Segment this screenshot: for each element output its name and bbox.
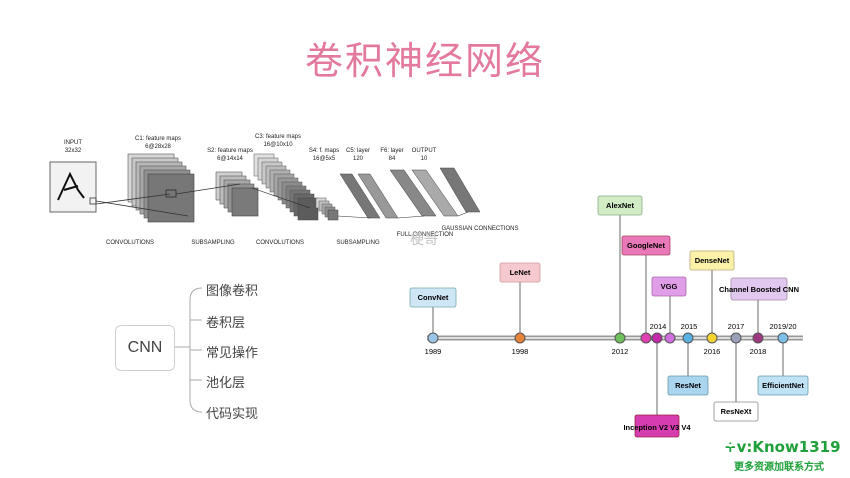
node-channel-boosted (752, 332, 764, 344)
model-resnext: ResNeXt (713, 401, 759, 422)
output-size: 10 (421, 156, 428, 162)
year-label: 2019/20 (769, 322, 796, 331)
c5-size: 120 (353, 156, 364, 162)
lenet-diagram: INPUT 32x32 C1: feature maps 6@28x28 S2:… (40, 128, 530, 258)
mindmap-item-conv-layer: 卷积层 (206, 316, 246, 331)
svg-text:DenseNet: DenseNet (695, 256, 730, 265)
node-1989 (427, 332, 439, 344)
model-efficientnet: EfficientNet (757, 375, 809, 396)
wechat-caption: 更多资源加联系方式 (734, 462, 824, 473)
svg-text:ResNet: ResNet (675, 381, 701, 390)
svg-text:ResNeXt: ResNeXt (721, 407, 752, 416)
year-label: 1989 (425, 347, 442, 356)
mindmap-item-pooling-layer: 池化层 (206, 376, 246, 391)
model-alexnet: AlexNet (597, 195, 643, 216)
svg-text:EfficientNet: EfficientNet (762, 381, 804, 390)
op-convolutions-2: CONVOLUTIONS (256, 240, 304, 246)
input-label: INPUT (64, 140, 82, 146)
op-convolutions-1: CONVOLUTIONS (106, 240, 154, 246)
op-subsampling-2: SUBSAMPLING (336, 240, 380, 246)
year-label: 2018 (750, 347, 767, 356)
s2-feature-maps (215, 171, 259, 217)
model-convnet: ConvNet (409, 287, 457, 308)
model-inception: Inception V2 V3 V4 (623, 414, 691, 438)
c3-size: 16@10x10 (263, 142, 293, 148)
svg-text:GoogleNet: GoogleNet (627, 241, 665, 250)
output-layer (439, 167, 481, 213)
c1-label: C1: feature maps (135, 136, 181, 142)
year-label: 2014 (650, 322, 667, 331)
s4-size: 16@5x5 (313, 156, 336, 162)
c1-size: 6@28x28 (145, 144, 171, 150)
model-googlenet: GoogleNet (621, 235, 671, 256)
s4-feature-maps (315, 197, 339, 221)
mindmap-item-image-conv: 图像卷积 (206, 284, 259, 299)
c5-layer (339, 173, 381, 219)
c5-label: C5: layer (346, 148, 370, 154)
year-label: 2015 (681, 322, 698, 331)
cnn-timeline: 1989 1998 2012 2014 2015 2016 2017 2018 … (405, 190, 815, 440)
model-lenet: LeNet (499, 262, 541, 283)
node-resnet (682, 332, 694, 344)
model-vgg: VGG (651, 276, 687, 297)
op-subsampling-1: SUBSAMPLING (191, 240, 235, 246)
f6-size: 84 (389, 156, 396, 162)
node-efficientnet (777, 332, 789, 344)
f6-label: F6: layer (380, 148, 403, 154)
c3-label: C3: feature maps (255, 134, 301, 140)
year-label: 2016 (704, 347, 721, 356)
svg-text:VGG: VGG (661, 282, 678, 291)
input-size: 32x32 (65, 148, 82, 154)
year-label: 2017 (728, 322, 745, 331)
wechat-id: +v:Know1319 (724, 438, 841, 456)
svg-text:ConvNet: ConvNet (418, 293, 449, 302)
mindmap-item-common-ops: 常见操作 (206, 346, 259, 361)
op-gaussian: GAUSSIAN CONNECTIONS (441, 226, 518, 232)
output-label: OUTPUT (412, 148, 437, 154)
node-inception (651, 332, 663, 344)
model-densenet: DenseNet (689, 250, 735, 271)
node-resnext (730, 332, 742, 344)
node-googlenet (640, 332, 652, 344)
svg-text:LeNet: LeNet (510, 268, 531, 277)
s4-label: S4: f. maps (309, 148, 339, 154)
model-resnet: ResNet (667, 375, 709, 396)
year-label: 2012 (612, 347, 629, 356)
cnn-mindmap: CNN 图像卷积 卷积层 常见操作 池化层 代码实现 (110, 280, 300, 425)
s2-size: 6@14x14 (217, 156, 243, 162)
svg-text:AlexNet: AlexNet (606, 201, 634, 210)
page-title: 卷积神经网络 (304, 39, 545, 83)
c3-feature-maps (253, 153, 319, 221)
node-2012 (614, 332, 626, 344)
wechat-watermark: +v:Know1319 更多资源加联系方式 (720, 438, 841, 474)
f6-layer (389, 169, 437, 217)
op-full-connection: FULL CONNECTION (397, 232, 453, 238)
node-vgg (664, 332, 676, 344)
year-label: 1998 (512, 347, 529, 356)
node-densenet (706, 332, 718, 344)
model-channel-boosted-cnn: Channel Boosted CNN (719, 277, 799, 301)
mindmap-root: CNN (115, 325, 175, 371)
s2-label: S2: feature maps (207, 148, 253, 154)
node-1998 (514, 332, 526, 344)
watermark: 梗哥 (410, 231, 438, 247)
mindmap-item-code: 代码实现 (206, 407, 259, 422)
svg-text:Inception V2 V3 V4: Inception V2 V3 V4 (623, 423, 691, 432)
svg-text:Channel Boosted CNN: Channel Boosted CNN (719, 285, 799, 294)
letter-a-glyph (57, 171, 85, 201)
